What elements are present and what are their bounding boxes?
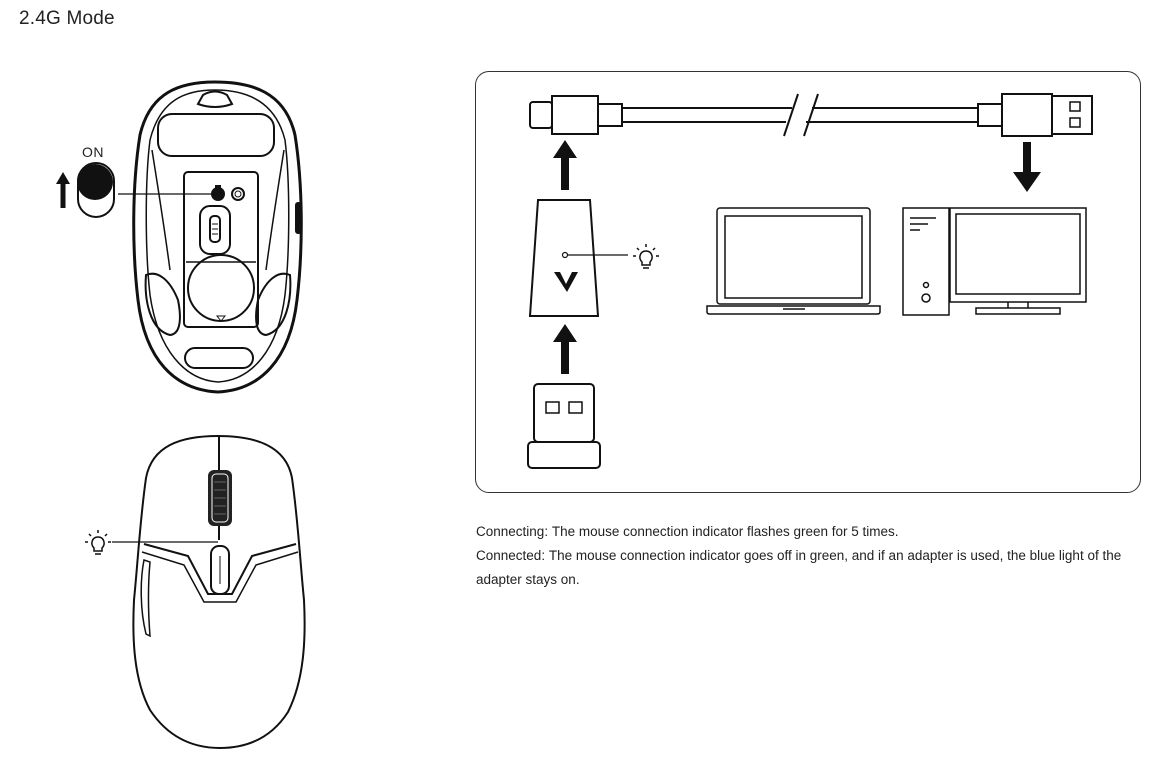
caption-connected-label: Connected [476,548,542,563]
caption-connected: Connected: The mouse connection indicato… [476,544,1156,592]
desktop-pc-icon [902,207,1087,316]
switch-on-label: ON [82,144,104,160]
caption-separator: : [541,548,546,563]
down-arrow-icon [1013,142,1041,192]
up-arrow-icon [56,172,70,208]
up-arrow-icon [553,324,577,374]
caption-connected-text: The mouse connection indicator goes off … [476,548,1122,587]
connection-status-notes: Connecting: The mouse connection indicat… [476,520,1156,592]
up-arrow-icon [553,140,577,190]
connection-diagram-box [475,71,1141,493]
caption-separator: : [544,524,549,539]
caption-connecting-label: Connecting [476,524,545,539]
light-bulb-icon [633,244,659,269]
light-bulb-icon [85,530,111,555]
usb-plug-icon [527,383,601,469]
page-title: 2.4G Mode [19,8,115,29]
laptop-icon [706,207,881,315]
caption-connecting-text: The mouse connection indicator flashes g… [551,524,899,539]
caption-connecting: Connecting: The mouse connection indicat… [476,520,1156,544]
